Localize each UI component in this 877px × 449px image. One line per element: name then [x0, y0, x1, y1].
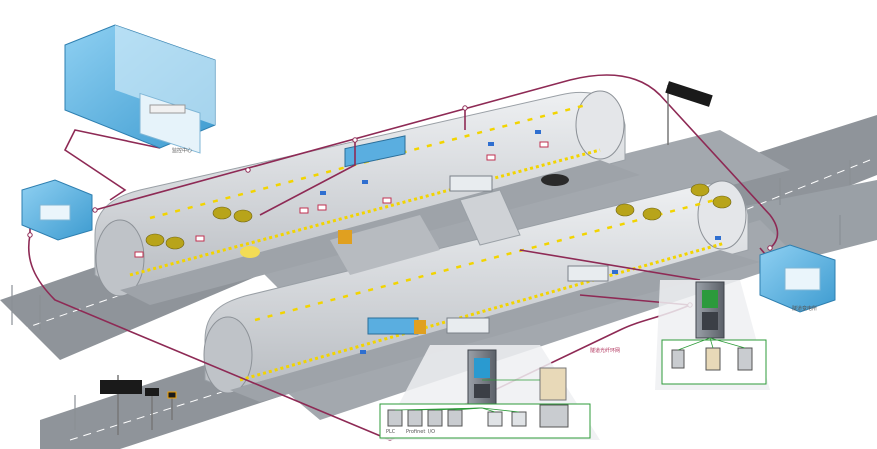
- network-ring-lower: [28, 234, 391, 441]
- network-node: [767, 245, 773, 251]
- device-icon: [447, 409, 463, 427]
- device-icon: [427, 409, 443, 427]
- truck-upper: [344, 135, 406, 168]
- svg-text:I/O: I/O: [428, 429, 435, 435]
- plc-cabinet-right: [695, 281, 725, 339]
- device-icon: [705, 347, 721, 371]
- truck-lower: [367, 317, 419, 335]
- lane-sign-icon: [382, 197, 392, 204]
- variable-message-sign-icon: [100, 380, 142, 394]
- camera-icon: [320, 191, 326, 195]
- substation-room: [759, 244, 836, 313]
- bus-lower: [446, 317, 490, 334]
- device-icon: [387, 409, 403, 427]
- camera-icon: [612, 270, 618, 274]
- control-desk: [149, 104, 186, 114]
- device-icon: [511, 411, 527, 427]
- bus-upper: [449, 175, 493, 192]
- jet-fan-icon: [233, 209, 253, 223]
- camera-icon: [362, 180, 368, 184]
- lower-tunnel-light-row: [254, 198, 716, 322]
- lane-sign-icon: [195, 235, 205, 242]
- upper-tunnel-portal-left: [95, 219, 145, 297]
- jet-fan-icon: [615, 203, 635, 217]
- bus-lower-2: [567, 265, 609, 282]
- network-node: [352, 137, 358, 143]
- upper-tunnel-portal-right: [575, 90, 625, 160]
- signals: [134, 130, 721, 354]
- road-dash: [69, 379, 261, 441]
- jet-fans: [145, 183, 732, 250]
- variable-message-sign-icon: [145, 388, 159, 396]
- lane-sign-icon: [167, 391, 177, 399]
- jet-fan-icon: [145, 233, 165, 247]
- lower-tunnel-portal-right: [697, 180, 747, 250]
- camera-icon: [360, 350, 366, 354]
- variable-message-sign-icon: [665, 81, 713, 107]
- light-poles: [11, 160, 851, 430]
- lane-sign-icon: [486, 154, 496, 161]
- left-room: [21, 179, 93, 241]
- jet-fan-icon: [690, 183, 710, 197]
- plc-cabinet-lower: [467, 349, 497, 409]
- lane-sign-icon: [539, 141, 549, 148]
- svg-text:Profinet: Profinet: [406, 429, 425, 435]
- network-link-top-room: [63, 129, 161, 201]
- camera-icon: [488, 142, 494, 146]
- camera-icon: [715, 236, 721, 240]
- network-ring-upper: [94, 74, 779, 249]
- network-node: [245, 167, 251, 173]
- lane-sign-icon: [317, 204, 327, 211]
- device-icon: [539, 404, 569, 428]
- lower-tunnel: [203, 180, 760, 402]
- lane-sign-icon: [299, 207, 309, 214]
- truck-upper-cab: [338, 230, 352, 244]
- lower-tunnel-portal-left: [203, 316, 253, 394]
- vms-top-right: [665, 81, 713, 145]
- monitoring-center-room: [64, 24, 216, 154]
- device-icon: [407, 409, 423, 427]
- cabinet-device-labels: PLC Profinet I/O: [386, 429, 435, 435]
- cabinet-links: [394, 379, 540, 413]
- network-link-drop-3: [519, 249, 701, 281]
- cross-passage-2: [330, 215, 440, 275]
- substation-label: 隧道变电所: [792, 305, 817, 312]
- device-icon: [539, 367, 567, 401]
- jet-fan-icon: [165, 236, 185, 250]
- car-yellow: [240, 246, 260, 258]
- upper-tunnel-light-row: [149, 102, 591, 220]
- lane-sign-icon: [134, 251, 144, 258]
- network-node: [92, 207, 98, 213]
- device-icon: [737, 347, 753, 371]
- cabinet-device-panel: [379, 367, 591, 439]
- vms-signs: [100, 375, 177, 435]
- network-label: 隧道光纤环网: [590, 347, 620, 354]
- jet-fan-icon: [212, 206, 232, 220]
- vehicles: [240, 135, 609, 335]
- network-link-drop: [259, 140, 356, 216]
- jet-fan-icon: [712, 195, 732, 209]
- car-upper: [541, 174, 569, 186]
- cross-passage: [459, 189, 521, 246]
- jet-fan-icon: [642, 207, 662, 221]
- camera-icon: [535, 130, 541, 134]
- network-node: [27, 232, 33, 238]
- right-device-panel: [661, 337, 767, 385]
- lower-tunnel-floor: [230, 250, 760, 402]
- device-icon: [487, 411, 503, 427]
- network-node: [462, 105, 468, 111]
- monitoring-center-label: 监控中心: [172, 147, 192, 154]
- svg-text:PLC: PLC: [386, 429, 396, 435]
- truck-lower-cab: [414, 320, 426, 334]
- device-icon: [671, 349, 685, 369]
